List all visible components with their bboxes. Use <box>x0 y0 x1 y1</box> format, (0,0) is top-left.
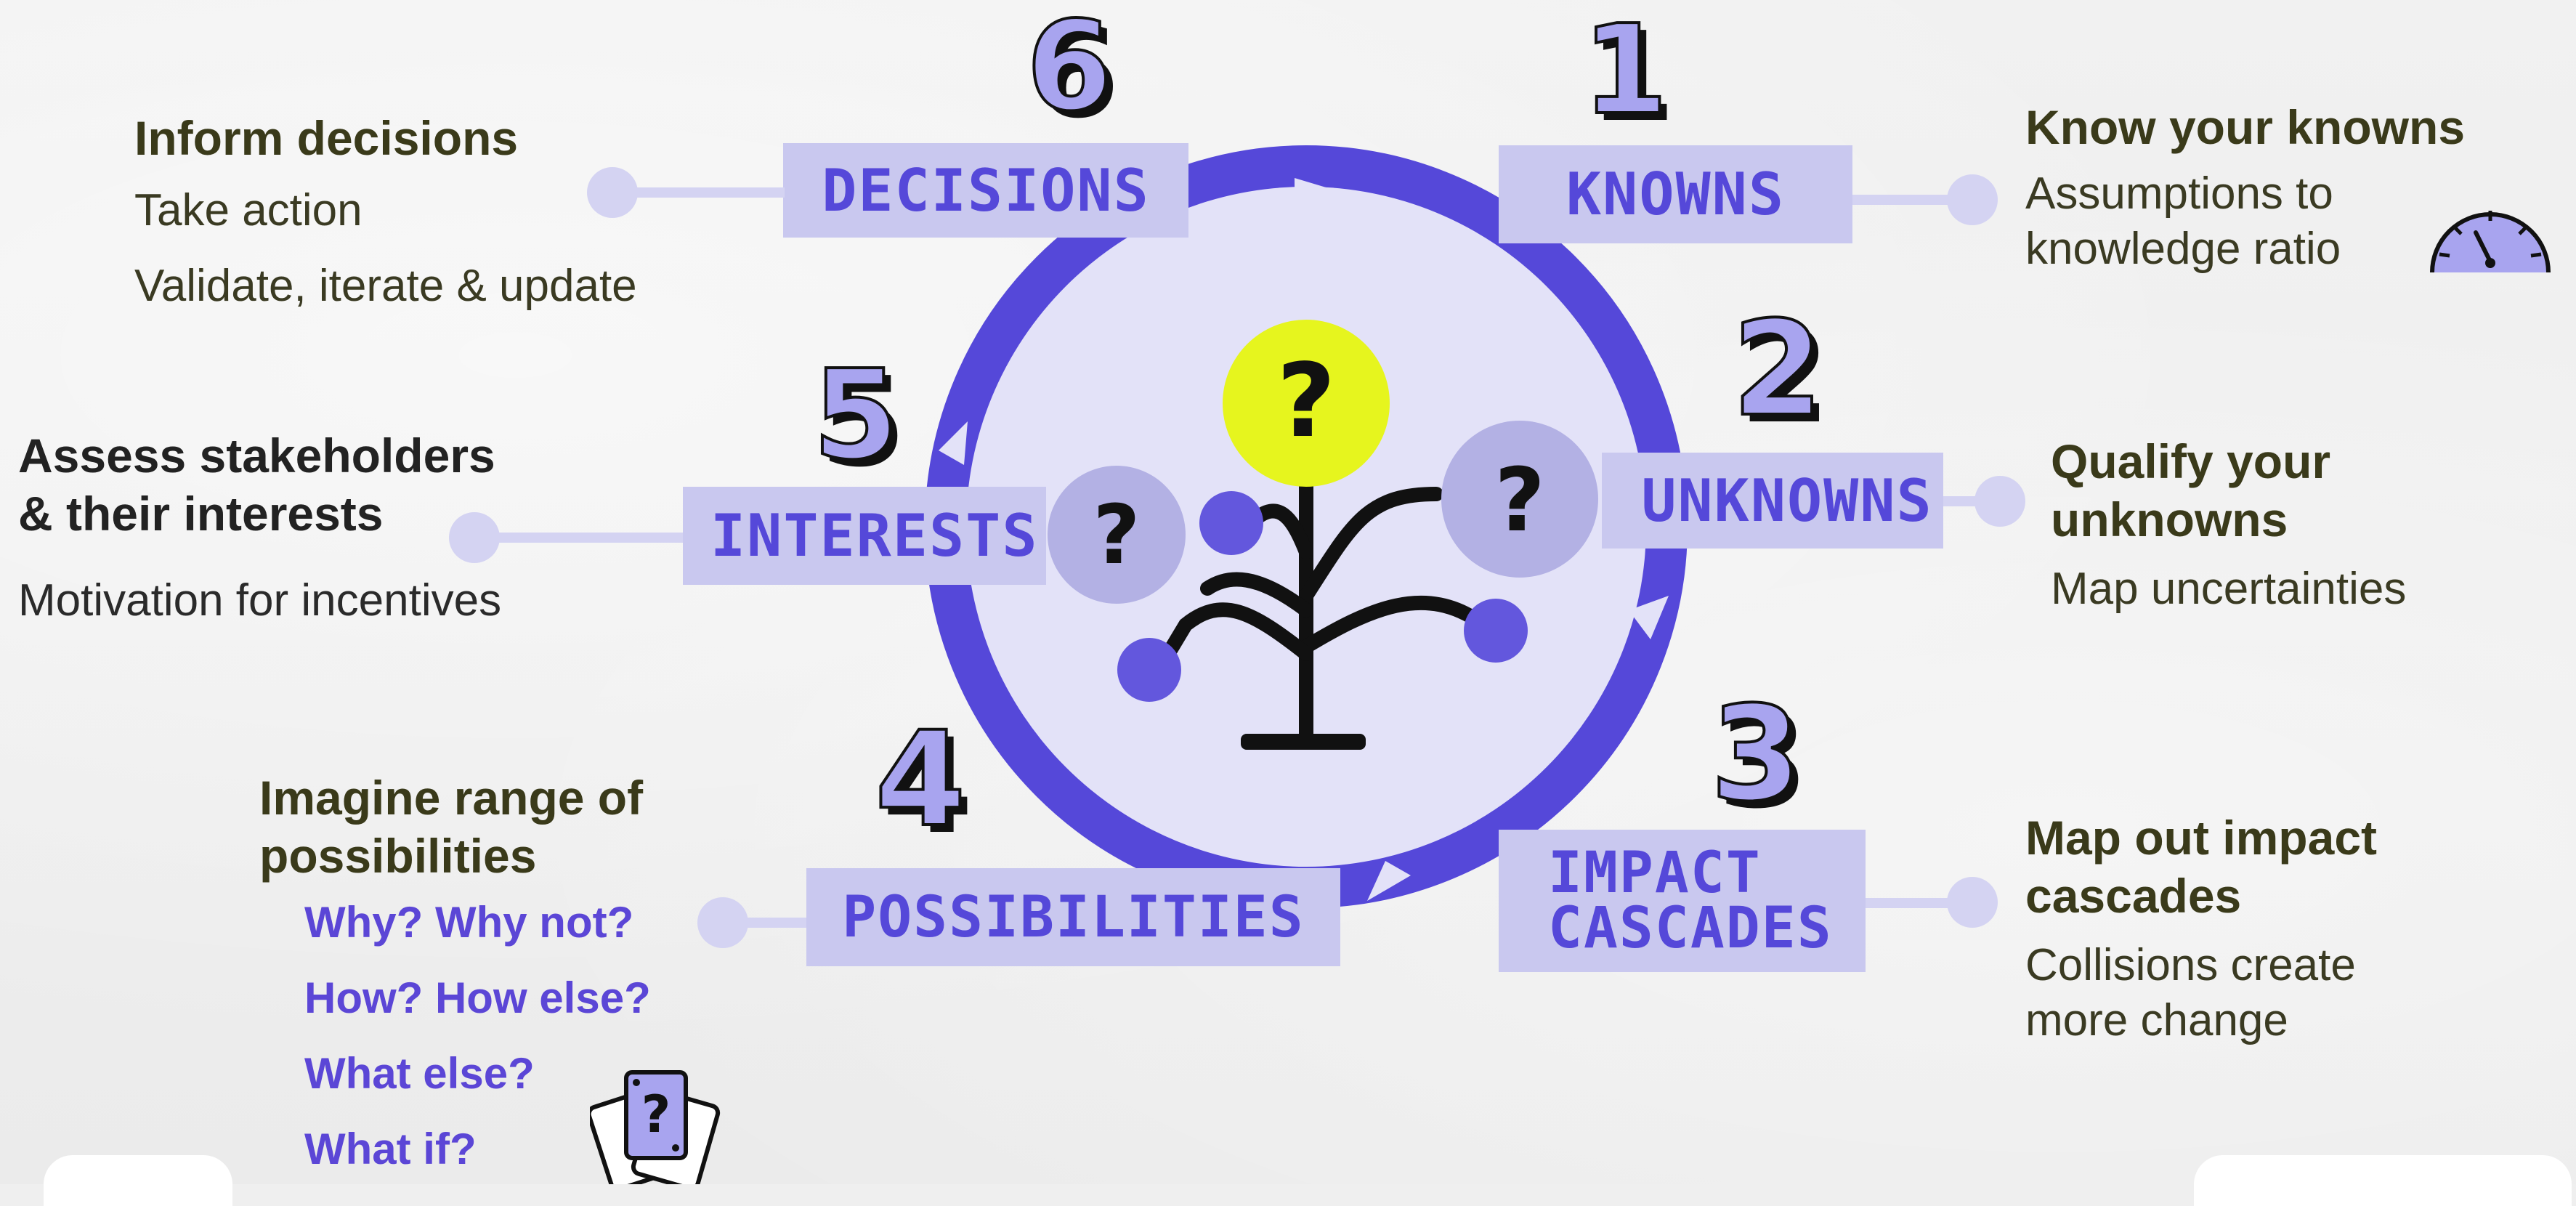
question-bubble-top <box>1223 320 1390 487</box>
note-knowns-line-2: knowledge ratio <box>2025 224 2341 274</box>
question-bubble-left <box>1048 466 1186 604</box>
label-unknowns: UNKNOWNS <box>1602 453 1943 549</box>
note-decisions-line-2: Validate, iterate & update <box>134 261 637 311</box>
step-number-4-shadow: 4 <box>882 716 973 846</box>
question-mark-right: ? <box>1494 450 1545 551</box>
note-possibilities-heading-1: Imagine range of <box>259 771 644 825</box>
note-knowns-heading: Know your knowns <box>2025 100 2466 154</box>
question-why: Why? Why not? <box>304 898 634 947</box>
label-decisions: DECISIONS <box>783 143 1188 238</box>
step-number-3-shadow: 3 <box>1717 690 1805 821</box>
corner-left <box>44 1155 232 1206</box>
label-impact-line-1: IMPACT <box>1548 841 1762 906</box>
note-interests: Assess stakeholders & their interests Mo… <box>18 426 501 628</box>
note-knowns: Know your knowns Assumptions to knowledg… <box>2025 98 2465 277</box>
corner-right <box>2194 1155 2572 1206</box>
step-number-2-shadow: 2 <box>1739 305 1827 436</box>
note-interests-heading-2: & their interests <box>18 487 384 541</box>
question-cards-icon: ? <box>590 1070 721 1184</box>
leaf-dot-left-top <box>1199 491 1263 555</box>
question-what-if: What if? <box>304 1125 477 1173</box>
label-unknowns-text: UNKNOWNS <box>1641 466 1933 535</box>
note-decisions-line-1: Take action <box>134 185 362 235</box>
branch-left-mid <box>1200 572 1313 618</box>
note-possibilities: Imagine range of possibilities Why? Why … <box>259 769 651 1187</box>
connector-impact <box>1866 898 1971 908</box>
note-impact-heading-1: Map out impact <box>2025 811 2378 865</box>
note-impact-line-2: more change <box>2025 995 2288 1045</box>
question-mark-top: ? <box>1276 342 1335 461</box>
note-knowns-line-1: Assumptions to <box>2025 169 2333 219</box>
connector-knowns <box>1852 195 1976 205</box>
step-number-3: 3 3 <box>1711 690 1805 821</box>
step-number-1: 1 1 <box>1581 7 1674 131</box>
branch-right-upper <box>1299 487 1443 603</box>
note-interests-line: Motivation for incentives <box>18 575 502 626</box>
note-unknowns: Qualify your unknowns Map uncertainties <box>2051 432 2406 617</box>
connector-decisions <box>610 187 785 198</box>
question-list: Why? Why not? How? How else? What else? … <box>304 885 651 1187</box>
note-interests-heading-1: Assess stakeholders <box>18 429 495 482</box>
connector-dot-knowns <box>1947 174 1998 225</box>
step-number-5-shadow: 5 <box>820 356 906 479</box>
label-decisions-text: DECISIONS <box>822 156 1150 224</box>
step-number-5: 5 5 <box>811 356 906 479</box>
step-number-6-face: 6 <box>1026 7 1112 131</box>
cycle-diagram: ? ? ? <box>925 145 1688 908</box>
connector-dot-possibilities <box>697 897 748 948</box>
connector-dot-unknowns <box>1974 476 2025 527</box>
label-possibilities: POSSIBILITIES <box>806 868 1340 966</box>
branch-left-lower <box>1157 602 1313 668</box>
leaf-dot-right <box>1464 599 1528 663</box>
label-knowns: KNOWNS <box>1499 145 1852 243</box>
label-possibilities-text: POSSIBILITIES <box>842 884 1305 950</box>
label-impact-line-2: CASCADES <box>1548 896 1833 961</box>
step-number-5-face: 5 <box>813 356 899 479</box>
label-interests: INTERESTS <box>683 487 1046 585</box>
note-unknowns-heading-1: Qualify your <box>2051 434 2331 488</box>
label-knowns-text: KNOWNS <box>1566 161 1785 228</box>
note-impact: Map out impact cascades Collisions creat… <box>2025 809 2377 1048</box>
question-what-else: What else? <box>304 1049 535 1098</box>
ring-arrow-right <box>1629 596 1669 639</box>
step-number-6-shadow: 6 <box>1034 7 1119 131</box>
step-number-2-face: 2 <box>1733 305 1823 436</box>
branch-right-lower <box>1299 595 1491 654</box>
tree-base <box>1241 734 1366 750</box>
step-number-3-face: 3 <box>1711 690 1802 821</box>
step-number-1-face: 1 <box>1582 7 1668 131</box>
svg-text:?: ? <box>641 1085 671 1144</box>
note-decisions-heading: Inform decisions <box>134 111 519 165</box>
connector-interests <box>498 533 683 543</box>
gauge-icon <box>2430 211 2551 273</box>
step-number-1-shadow: 1 <box>1589 7 1674 131</box>
ring-arrow-left <box>939 421 968 465</box>
ring-arrow-top <box>1295 178 1331 214</box>
connector-dot-impact <box>1947 877 1998 928</box>
note-impact-heading-2: cascades <box>2025 869 2242 923</box>
note-impact-line-1: Collisions create <box>2025 940 2356 990</box>
question-bubble-right <box>1441 421 1598 578</box>
note-possibilities-heading-2: possibilities <box>259 829 537 883</box>
question-how: How? How else? <box>304 974 651 1022</box>
label-impact-cascades: IMPACT CASCADES <box>1499 830 1866 972</box>
note-unknowns-heading-2: unknowns <box>2051 493 2288 546</box>
step-number-2: 2 2 <box>1733 305 1827 436</box>
label-interests-text: INTERESTS <box>710 502 1039 570</box>
step-number-4-face: 4 <box>875 716 965 846</box>
note-unknowns-line: Map uncertainties <box>2051 564 2407 614</box>
leaf-dot-left-bottom <box>1117 638 1181 702</box>
connector-dot-interests <box>449 512 500 563</box>
ring-arrow-bottom <box>1367 861 1411 901</box>
connector-dot-decisions <box>587 167 638 218</box>
question-mark-left: ? <box>1093 488 1141 583</box>
note-decisions: Inform decisions Take action Validate, i… <box>134 109 637 314</box>
step-number-4: 4 4 <box>873 716 973 846</box>
step-number-6: 6 6 <box>1025 7 1119 131</box>
